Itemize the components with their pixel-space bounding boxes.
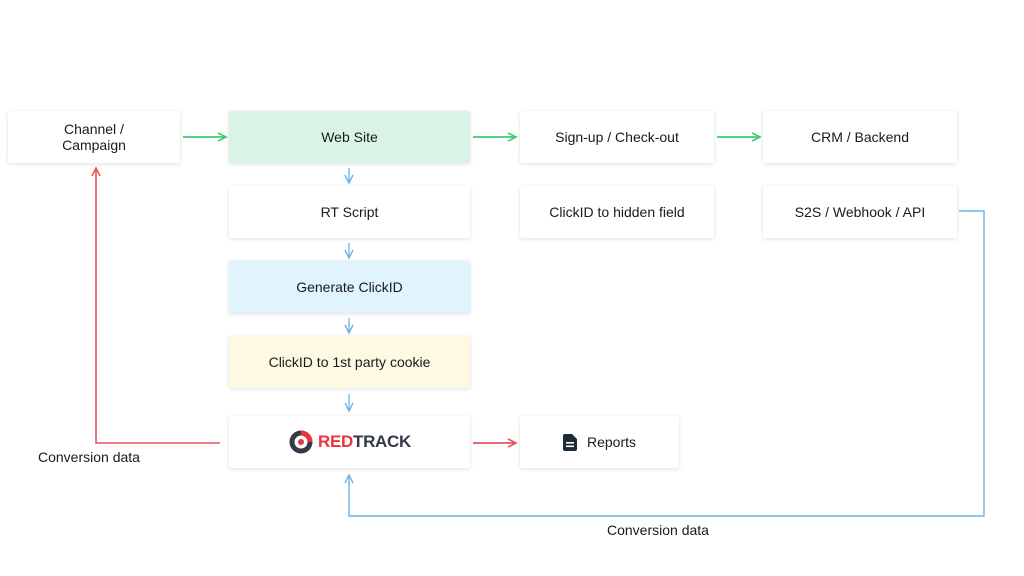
- arrow-redtrack-to-channel: [91, 166, 220, 444]
- arrow-s2s-to-redtrack: [344, 210, 985, 517]
- channel-campaign-label: Channel / Campaign: [62, 121, 126, 153]
- reports-label: Reports: [586, 434, 637, 450]
- redtrack-box: REDTRACK: [229, 416, 470, 468]
- generate-clickid-box: Generate ClickID: [229, 261, 470, 313]
- conversion-data-left-label: Conversion data: [38, 449, 140, 465]
- conversion-data-bottom-label: Conversion data: [607, 522, 709, 538]
- signup-checkout-box: Sign-up / Check-out: [520, 111, 714, 163]
- redtrack-logo: REDTRACK: [288, 429, 411, 455]
- website-box: Web Site: [229, 111, 470, 163]
- redtrack-wordmark: REDTRACK: [318, 432, 411, 451]
- clickid-cookie-label: ClickID to 1st party cookie: [268, 354, 431, 370]
- crm-backend-label: CRM / Backend: [810, 129, 910, 145]
- s2s-webhook-api-label: S2S / Webhook / API: [794, 204, 926, 220]
- redtrack-wordmark-red: RED: [318, 432, 353, 451]
- reports-box: Reports: [520, 416, 679, 468]
- signup-checkout-label: Sign-up / Check-out: [555, 129, 679, 145]
- channel-campaign-box: Channel / Campaign: [8, 111, 180, 163]
- rt-script-box: RT Script: [229, 186, 470, 238]
- s2s-webhook-api-box: S2S / Webhook / API: [763, 186, 957, 238]
- clickid-hidden-field-label: ClickID to hidden field: [549, 204, 685, 220]
- website-label: Web Site: [321, 129, 378, 145]
- clickid-hidden-field-box: ClickID to hidden field: [520, 186, 714, 238]
- redtrack-wordmark-track: TRACK: [353, 432, 411, 451]
- crm-backend-box: CRM / Backend: [763, 111, 957, 163]
- document-icon: [562, 433, 577, 451]
- generate-clickid-label: Generate ClickID: [296, 279, 403, 295]
- clickid-cookie-box: ClickID to 1st party cookie: [229, 336, 470, 388]
- redtrack-logo-icon: [289, 430, 313, 454]
- rt-script-label: RT Script: [320, 204, 379, 220]
